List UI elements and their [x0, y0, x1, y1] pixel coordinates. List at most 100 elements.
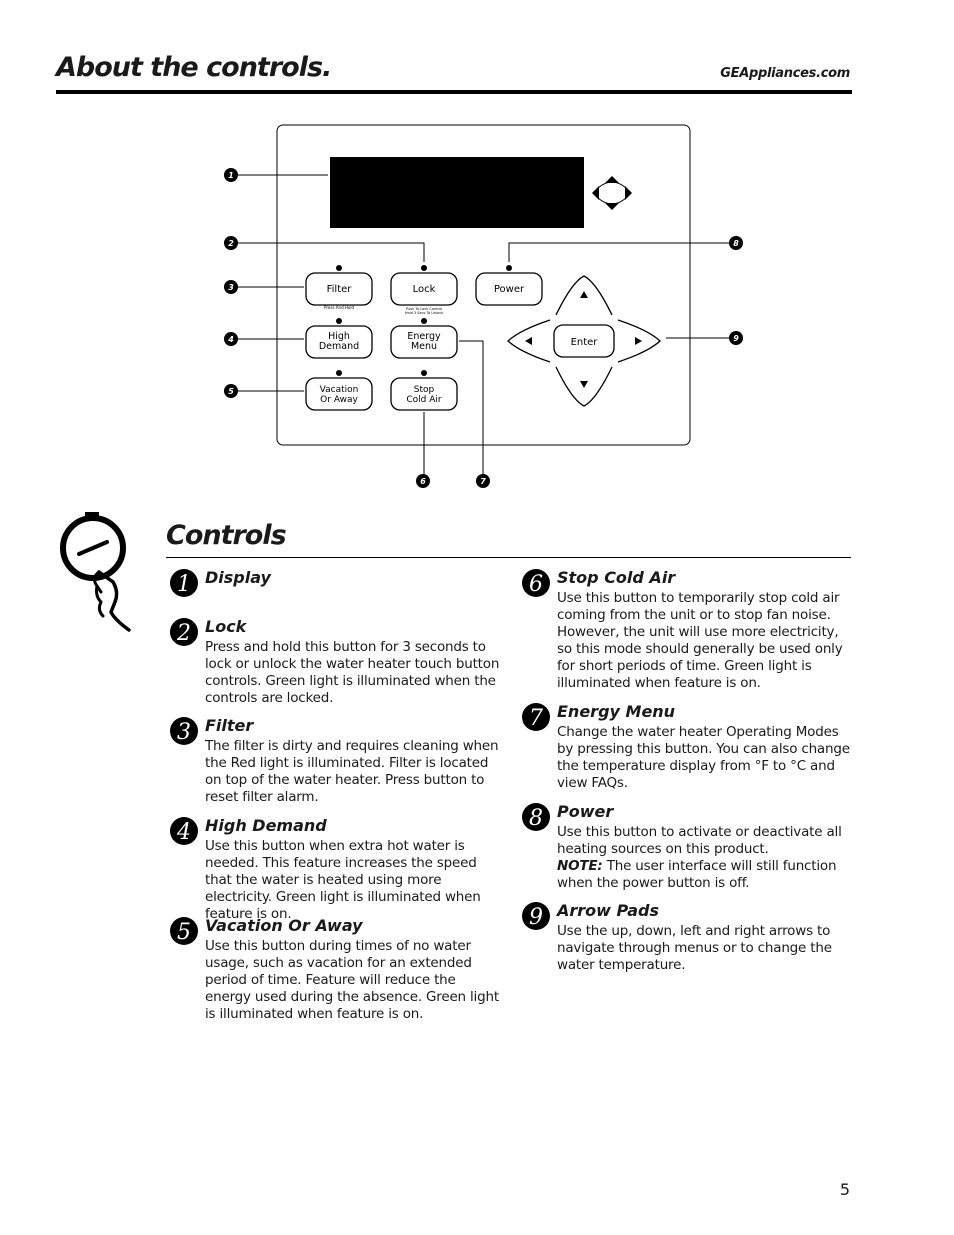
- stop-cold-label-2: Cold Air: [406, 395, 442, 405]
- svg-text:7: 7: [529, 706, 543, 731]
- energy-menu-label-2: Menu: [411, 341, 437, 352]
- stop-cold-label-1: Stop: [414, 385, 435, 395]
- section-rule: [166, 557, 851, 558]
- item-description: Use this button to temporarily stop cold…: [557, 590, 843, 691]
- filter-led: [336, 265, 342, 271]
- callout-7: 7: [480, 477, 486, 486]
- hand-touch-icon: [60, 512, 131, 632]
- high-demand-button: [305, 325, 373, 359]
- high-demand-label-1: High: [328, 331, 350, 342]
- item-title: Stop Cold Air: [557, 568, 676, 587]
- callout-4: 4: [227, 335, 234, 344]
- energy-menu-button: [390, 325, 458, 359]
- item-title: Power: [557, 802, 614, 821]
- stop-cold-led: [421, 370, 427, 376]
- callout-8: 8: [733, 239, 739, 248]
- right-arrow-icon: [635, 337, 642, 345]
- lock-label: Lock: [413, 284, 436, 295]
- header-rule: [56, 90, 852, 94]
- note-label: NOTE:: [557, 858, 603, 874]
- number-5-icon: 5: [170, 917, 198, 945]
- lock-button: [390, 272, 458, 306]
- item-title: Arrow Pads: [557, 901, 659, 920]
- number-4-icon: 4: [170, 817, 198, 845]
- vacation-button: [305, 377, 373, 411]
- note-text: The user interface will still function w…: [557, 858, 837, 891]
- arrow-pads: [507, 275, 661, 407]
- item-title: Vacation Or Away: [205, 916, 363, 935]
- item-display: 1 Display: [170, 568, 505, 597]
- svg-text:6: 6: [529, 572, 543, 597]
- vacation-label-2: Or Away: [320, 395, 358, 405]
- page-number: 5: [839, 1180, 850, 1199]
- power-button: [475, 272, 543, 306]
- vacation-led: [336, 370, 342, 376]
- control-panel-diagram: Filter Press And Hold Lock Push To Lock …: [224, 124, 743, 488]
- item-title: Energy Menu: [557, 702, 676, 721]
- up-arrow-pad: [555, 275, 613, 316]
- number-3-icon: 3: [170, 717, 198, 745]
- svg-text:5: 5: [177, 920, 191, 945]
- callout-5: 5: [228, 387, 234, 396]
- site-url: GEAppliances.com: [720, 66, 850, 81]
- lock-sublabel-2: Hold 3 Secs To Unlock: [405, 311, 444, 315]
- power-led: [506, 265, 512, 271]
- svg-text:3: 3: [177, 720, 191, 745]
- item-description-text: Use this button to activate or deactivat…: [557, 824, 842, 857]
- left-arrow-pad: [507, 319, 551, 363]
- up-arrow-icon: [580, 291, 588, 298]
- item-energy-menu: 7 Energy Menu Change the water heater Op…: [522, 702, 853, 792]
- item-description: The filter is dirty and requires cleanin…: [205, 738, 499, 805]
- svg-text:9: 9: [529, 905, 543, 930]
- callout-1: 1: [228, 171, 234, 180]
- item-description: Use this button during times of no water…: [205, 938, 499, 1022]
- svg-text:8: 8: [529, 806, 543, 831]
- number-7-icon: 7: [522, 703, 550, 731]
- item-title: Lock: [205, 617, 247, 636]
- down-arrow-pad: [555, 366, 613, 407]
- enter-label: Enter: [571, 337, 599, 348]
- left-arrow-icon: [525, 337, 532, 345]
- item-description: Use this button when extra hot water is …: [205, 838, 481, 922]
- callout-9: 9: [733, 334, 739, 343]
- svg-text:2: 2: [176, 621, 191, 646]
- lock-led: [421, 265, 427, 271]
- right-arrow-pad: [617, 319, 661, 363]
- item-title: Display: [205, 568, 271, 587]
- item-vacation: 5 Vacation Or Away Use this button durin…: [170, 916, 505, 1023]
- energy-menu-label-1: Energy: [407, 331, 441, 342]
- item-title: Filter: [205, 716, 254, 735]
- filter-button: [305, 272, 373, 306]
- power-label: Power: [494, 284, 525, 295]
- item-description: Use this button to activate or deactivat…: [557, 824, 853, 892]
- lock-sublabel-1: Push To Lock Control: [406, 307, 442, 311]
- item-title: High Demand: [205, 816, 327, 835]
- page-title: About the controls.: [56, 52, 332, 83]
- display-screen: [330, 157, 584, 228]
- item-stop-cold-air: 6 Stop Cold Air Use this button to tempo…: [522, 568, 853, 692]
- svg-text:1: 1: [177, 572, 191, 597]
- stop-cold-air-button: [390, 377, 458, 411]
- filter-label: Filter: [327, 284, 353, 295]
- number-8-icon: 8: [522, 803, 550, 831]
- callout-3: 3: [228, 283, 234, 292]
- number-1-icon: 1: [170, 569, 198, 597]
- energy-menu-led: [421, 318, 427, 324]
- enter-button: [553, 324, 615, 358]
- filter-sublabel: Press And Hold: [324, 305, 354, 310]
- display-arrows-icon: [592, 176, 632, 210]
- item-high-demand: 4 High Demand Use this button when extra…: [170, 816, 505, 923]
- item-filter: 3 Filter The filter is dirty and require…: [170, 716, 505, 806]
- callout-6: 6: [420, 477, 426, 486]
- svg-text:4: 4: [176, 820, 191, 845]
- section-title: Controls: [166, 520, 287, 551]
- item-arrow-pads: 9 Arrow Pads Use the up, down, left and …: [522, 901, 853, 974]
- item-description: Use the up, down, left and right arrows …: [557, 923, 832, 973]
- number-6-icon: 6: [522, 569, 550, 597]
- number-2-icon: 2: [170, 618, 198, 646]
- item-lock: 2 Lock Press and hold this button for 3 …: [170, 617, 505, 707]
- number-9-icon: 9: [522, 902, 550, 930]
- high-demand-led: [336, 318, 342, 324]
- item-description: Press and hold this button for 3 seconds…: [205, 639, 500, 706]
- high-demand-label-2: Demand: [319, 341, 359, 352]
